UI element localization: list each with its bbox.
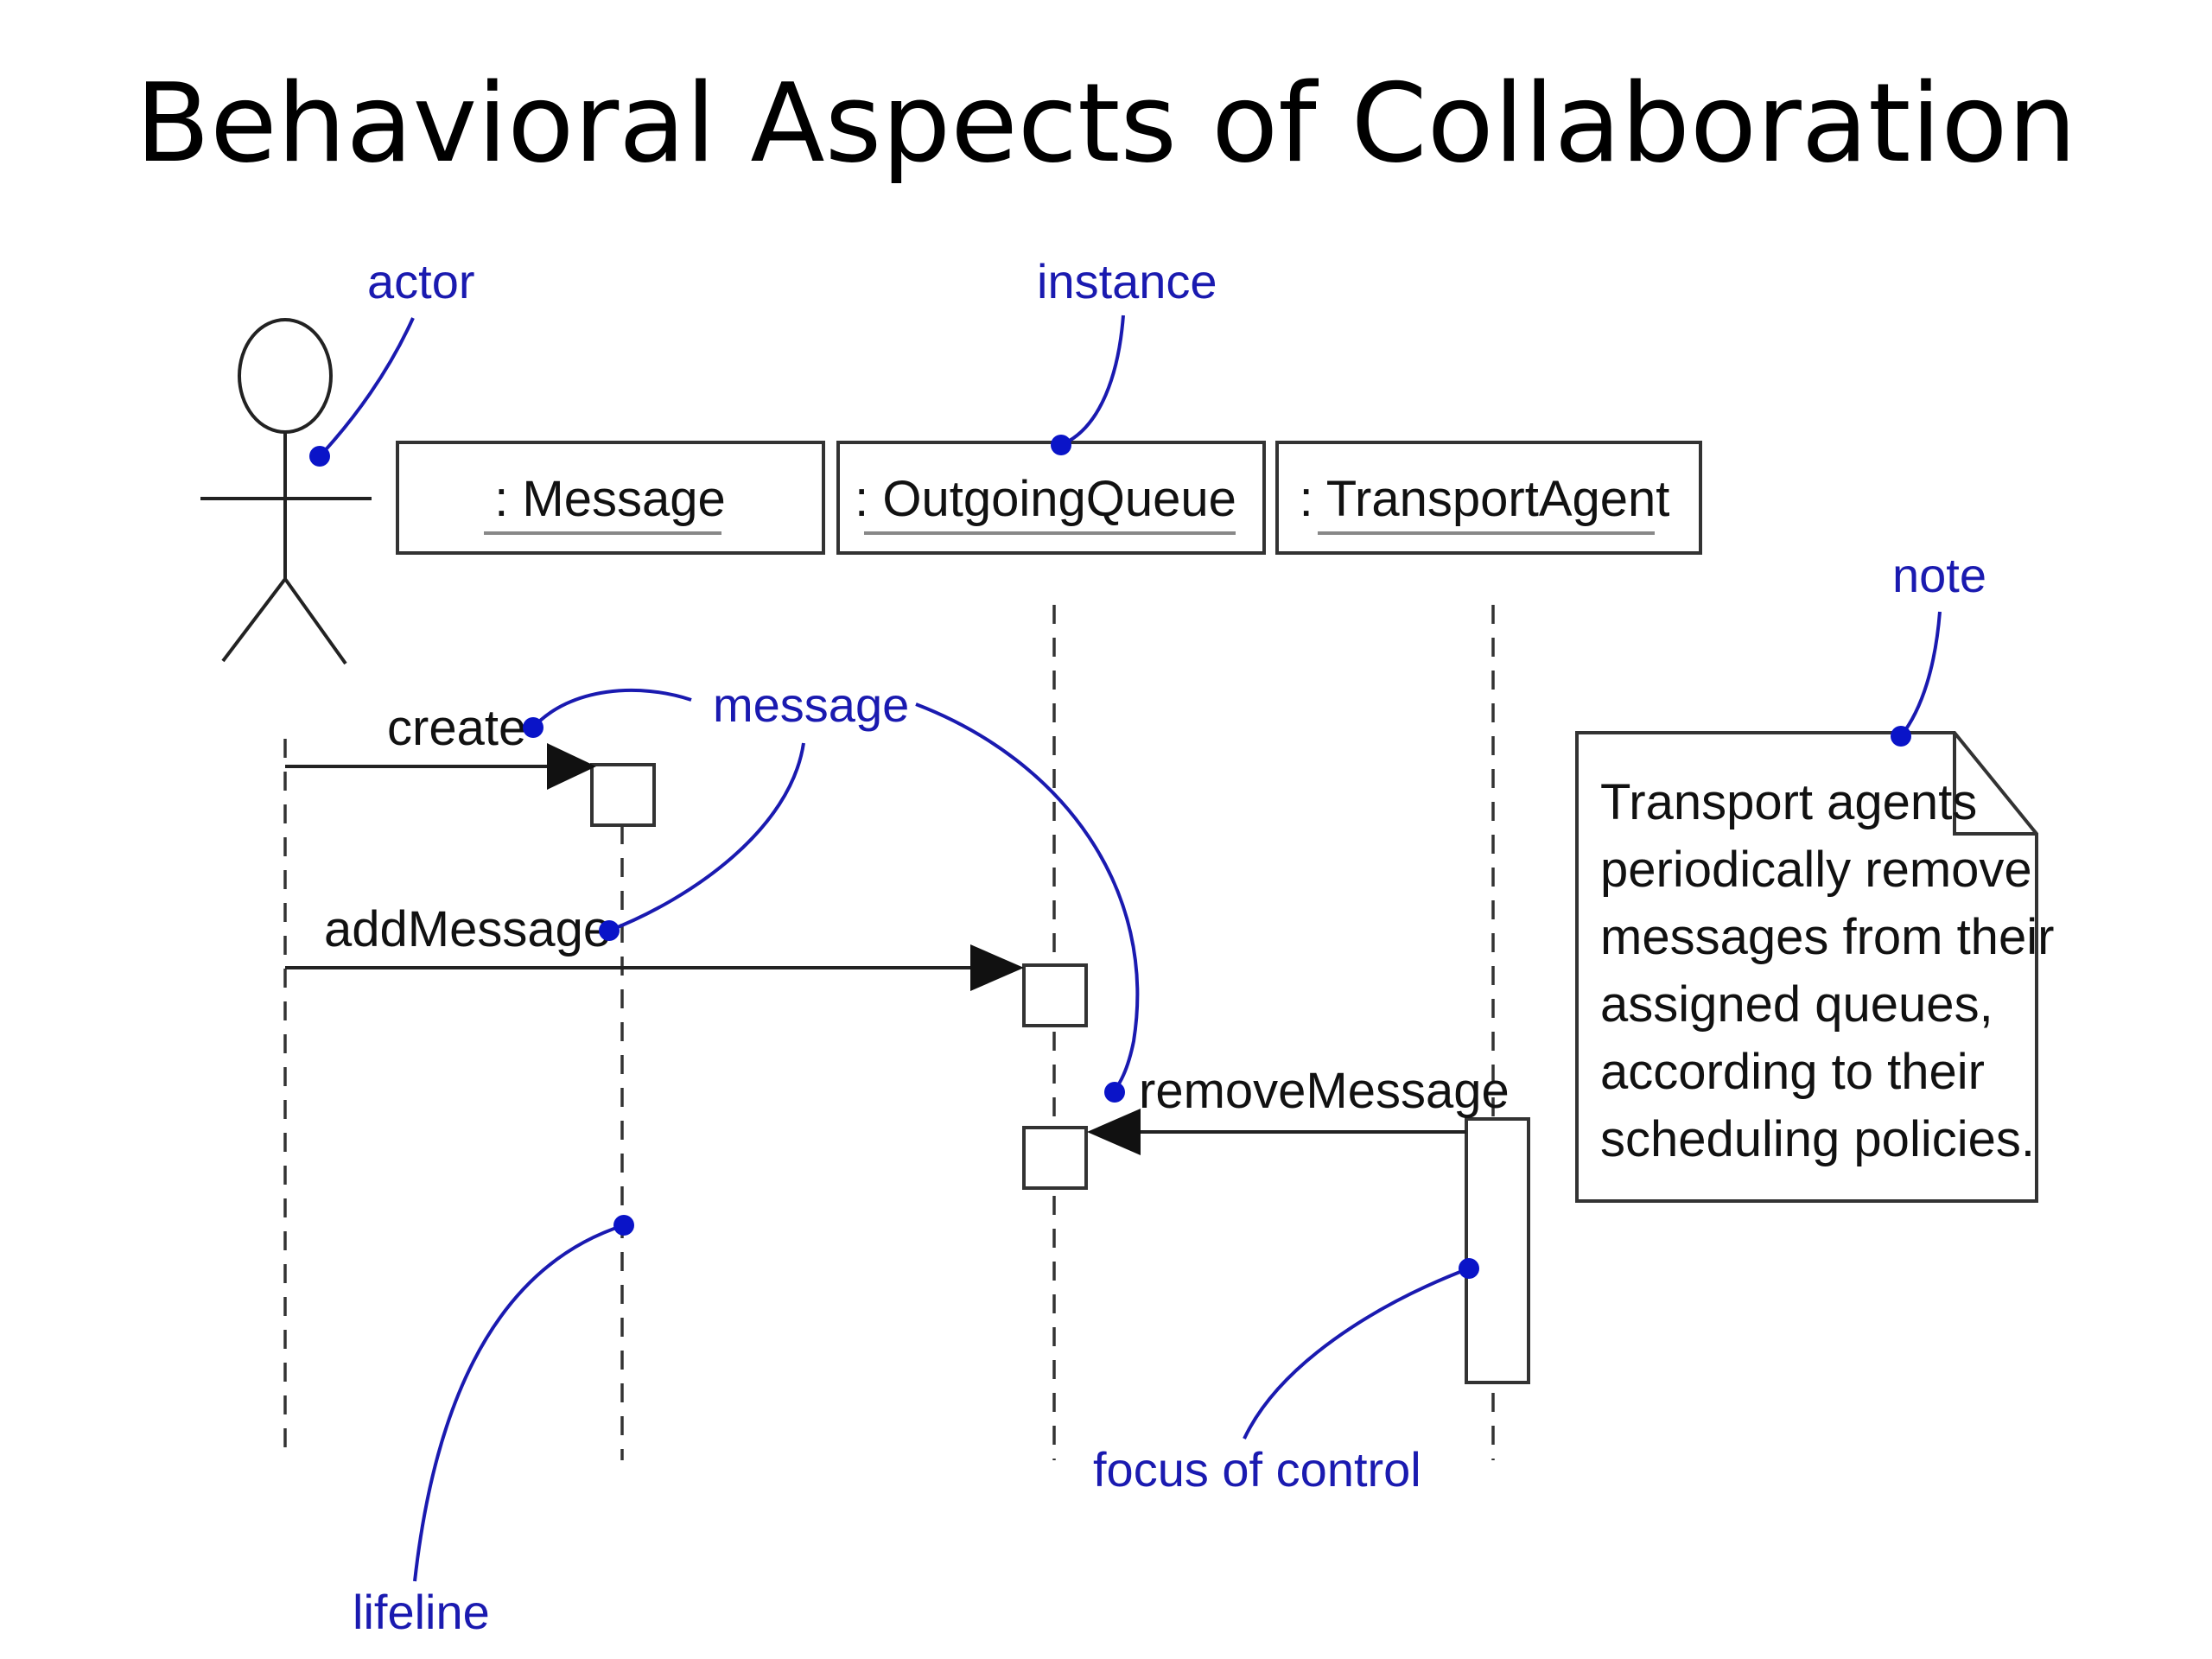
note-line-1: Transport agents: [1600, 774, 1977, 830]
object-transport-agent: : TransportAgent: [1275, 441, 1702, 555]
annotation-label-note: note: [1892, 548, 1986, 602]
activation-outgoing-queue-remove: [1022, 1126, 1088, 1190]
activation-outgoing-queue-add: [1022, 963, 1088, 1027]
actor-figure: [200, 318, 372, 665]
annotation-label-lifeline: lifeline: [353, 1585, 490, 1639]
object-outgoing-queue: : OutgoingQueue: [836, 441, 1266, 555]
object-label-transport-agent: : TransportAgent: [1300, 471, 1670, 527]
annotation-lifeline: lifeline: [353, 1215, 634, 1639]
activation-message: [590, 763, 656, 827]
note-line-4: assigned queues,: [1600, 976, 1993, 1033]
annotation-label-actor: actor: [367, 254, 475, 308]
annotation-note: note: [1891, 548, 1986, 747]
annotation-instance: instance: [1037, 254, 1217, 455]
note-line-3: messages from their: [1600, 909, 2054, 965]
message-label-add: addMessage: [324, 901, 611, 957]
focus-of-control-box: [1465, 1117, 1530, 1384]
annotation-focus-of-control: focus of control: [1093, 1258, 1479, 1497]
note-line-5: according to their: [1600, 1044, 1985, 1100]
object-label-outgoing-queue: : OutgoingQueue: [855, 471, 1236, 527]
annotation-actor: actor: [309, 254, 475, 467]
message-create-arrow: [285, 743, 596, 790]
annotation-label-instance: instance: [1037, 254, 1217, 308]
note-line-6: scheduling policies.: [1600, 1111, 2035, 1167]
message-add-arrow: [285, 944, 1024, 991]
slide-title: Behavioral Aspects of Collaboration: [135, 60, 2077, 187]
object-message: : Message: [396, 441, 825, 555]
annotation-label-focus-of-control: focus of control: [1093, 1442, 1421, 1497]
note-line-2: periodically remove: [1600, 842, 2032, 898]
annotation-message: message: [523, 677, 1140, 1103]
message-remove-arrow: [1087, 1109, 1466, 1155]
annotation-label-message: message: [713, 677, 909, 732]
message-label-create: create: [387, 700, 526, 756]
message-label-remove: removeMessage: [1139, 1063, 1510, 1119]
note-box: Transport agents periodically remove mes…: [1575, 731, 2054, 1203]
object-label-message: : Message: [494, 471, 726, 527]
